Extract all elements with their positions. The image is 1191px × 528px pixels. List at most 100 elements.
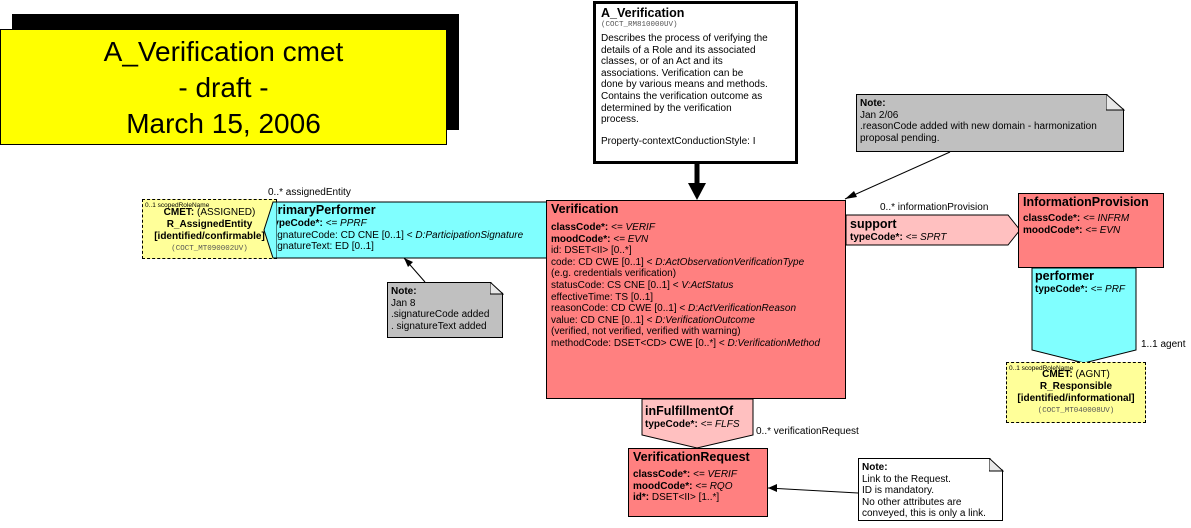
note-corner-icon (1106, 94, 1125, 111)
support-title: support (850, 217, 897, 231)
note-bottom-label: Note: (862, 462, 888, 473)
entry-point-box: A_Verification (COCT_RM810000UV) Describ… (593, 1, 798, 164)
ver-mood-label: moodCode*: (551, 233, 611, 245)
performer-type-value: <= PRF (1090, 284, 1126, 295)
pp-type-value: <= PPRF (325, 218, 367, 229)
entry-point-code: (COCT_RM810000UV) (601, 21, 678, 29)
entry-desc-2: details of a Role and its associated (601, 44, 756, 56)
info-mood-value: <= EVN (1085, 224, 1121, 236)
assoc-assigned-entity: 0..* assignedEntity (268, 187, 351, 198)
ver-method: methodCode: DSET<CD> CWE [0..*] < (551, 337, 728, 349)
title-line-3: March 15, 2006 (126, 108, 321, 139)
info-prov-title: InformationProvision (1023, 195, 1149, 209)
ver-id: id: DSET<II> [0..*] (551, 245, 632, 257)
pp-sigcode: signatureCode: CD CNE [0..1] < (270, 229, 416, 241)
entry-desc-7: determined by the verification (601, 102, 732, 114)
note-line-1: Jan 2/06 (860, 109, 899, 121)
verification-class: Verification classCode*: <= VERIF moodCo… (546, 200, 846, 399)
vr-class-value: <= VERIF (693, 469, 737, 480)
ver-code-domain: D:ActObservationVerificationType (655, 256, 805, 268)
assoc-agent: 1..1 agent (1141, 339, 1186, 350)
support-participation: support typeCode*: <= SPRT (850, 217, 947, 244)
note-label: Note: (860, 98, 886, 109)
primary-performer-tip (263, 201, 277, 259)
ver-reason-domain: D:ActVerificationReason (688, 303, 797, 315)
ver-class-label: classCode*: (551, 222, 609, 233)
in-fulfillment-type-label: typeCode*: (645, 419, 698, 430)
cmet-assigned-flavor: [identified/confirmable] (154, 231, 265, 242)
cmet-responsible-context: (AGNT) (1072, 369, 1110, 380)
cmet-assigned-name: R_AssignedEntity (166, 219, 253, 230)
title-box: A_Verification cmet - draft - March 15, … (0, 29, 447, 145)
note-bottom-line-2: ID is mandatory. (862, 485, 935, 497)
performer-title: performer (1035, 269, 1095, 283)
in-fulfillment-type-value: <= FLFS (700, 419, 740, 430)
note-left-corner-icon (490, 282, 504, 295)
ver-status: statusCode: CS CNE [0..1] < (551, 279, 682, 291)
cmet-responsible: 0..1 scopedRoleName CMET: (AGNT) R_Respo… (1006, 362, 1146, 423)
ver-value-domain: D:VerificationOutcome (655, 314, 755, 326)
note-line-2: .reasonCode added with new domain - harm… (860, 121, 1097, 133)
entry-desc-1: Describes the process of verifying the (601, 33, 768, 44)
cmet-assigned-entity: 0..1 scopedRoleName CMET: (ASSIGNED) R_A… (142, 199, 277, 259)
ver-method-domain: D:VerificationMethod (727, 337, 820, 349)
info-class-label: classCode*: (1023, 213, 1081, 224)
ver-effective: effectiveTime: TS [0..1] (551, 291, 654, 303)
note-left-label: Note: (391, 286, 417, 297)
primary-performer-title: primaryPerformer (270, 203, 376, 217)
cmet-responsible-label: CMET: (1042, 369, 1073, 380)
entry-desc-6: Contains the verification outcome as (601, 90, 763, 102)
note-bottom-corner-icon (989, 458, 1004, 472)
information-provision-class: InformationProvision classCode*: <= INFR… (1018, 193, 1164, 268)
cmet-responsible-code: (COCT_MT040008UV) (1037, 407, 1115, 415)
cmet-responsible-flavor: [identified/informational] (1017, 393, 1135, 404)
in-fulfillment-of: inFulfillmentOf typeCode*: <= FLFS (645, 404, 739, 431)
verification-request-class: VerificationRequest classCode*: <= VERIF… (628, 448, 768, 517)
assoc-information-provision: 0..* informationProvision (880, 202, 989, 213)
pp-sigtext: signatureText: ED [0..1] (270, 241, 374, 253)
ver-class-value: <= VERIF (611, 222, 655, 233)
ver-value: value: CD CNE [0..1] < (551, 314, 656, 326)
cmet-assigned-scope: 0..1 scopedRoleName (145, 202, 210, 209)
title-line-1: A_Verification cmet (103, 36, 344, 67)
ver-code: code: CD CWE [0..1] < (551, 256, 656, 268)
in-fulfillment-shape (641, 399, 754, 449)
cmet-assigned-context: (ASSIGNED) (194, 207, 256, 218)
vr-id-label: id*: (633, 492, 650, 504)
ver-reason: reasonCode: CD CWE [0..1] < (551, 303, 689, 315)
note-line-3: proposal pending. (860, 132, 940, 144)
info-mood-label: moodCode*: (1023, 224, 1083, 236)
info-class-value: <= INFRM (1083, 213, 1130, 224)
title-line-2: - draft - (178, 72, 269, 103)
entry-point-title: A_Verification (601, 6, 685, 20)
note-bottom-line-4: conveyed, this is only a link. (862, 508, 986, 520)
entry-style: Property-contextConductionStyle: I (601, 135, 756, 147)
cmet-responsible-name: R_Responsible (1039, 381, 1113, 392)
entry-desc-3: classes, or of an Act and its (601, 56, 723, 68)
note-signature: Note: Jan 8 .signatureCode added . signa… (387, 282, 503, 338)
cmet-assigned-code: (COCT_MT090002UV) (171, 245, 248, 253)
note-reason-code: Note: Jan 2/06 .reasonCode added with ne… (856, 94, 1124, 152)
performer-participation: performer typeCode*: <= PRF (1035, 269, 1125, 296)
ver-value-note: (verified, not verified, verified with w… (551, 326, 741, 338)
ver-mood-value: <= EVN (613, 233, 649, 245)
vr-mood-value: <= RQO (695, 480, 733, 492)
verification-request-title: VerificationRequest (633, 450, 750, 464)
support-type-label: typeCode*: (850, 232, 903, 243)
pp-type-label: typeCode*: (270, 218, 323, 229)
entry-desc-5: done by various means and methods. (601, 79, 768, 91)
cmet-responsible-scope: 0..1 scopedRoleName (1009, 365, 1074, 372)
primary-performer: primaryPerformer typeCode*: <= PPRF sign… (270, 203, 523, 253)
vr-mood-label: moodCode*: (633, 480, 693, 492)
support-type-value: <= SPRT (905, 232, 947, 243)
note-left-line-3: . signatureText added (391, 320, 487, 332)
ver-status-domain: V:ActStatus (681, 279, 734, 291)
assoc-verification-request: 0..* verificationRequest (756, 426, 859, 437)
vr-id-value: DSET<II> [1..*] (651, 492, 720, 504)
note-bottom-line-1: Link to the Request. (862, 473, 951, 485)
note-request-link: Note: Link to the Request. ID is mandato… (858, 458, 1003, 521)
note-left-line-1: Jan 8 (391, 297, 416, 309)
support-shape (846, 214, 1021, 246)
vr-class-label: classCode*: (633, 469, 691, 480)
